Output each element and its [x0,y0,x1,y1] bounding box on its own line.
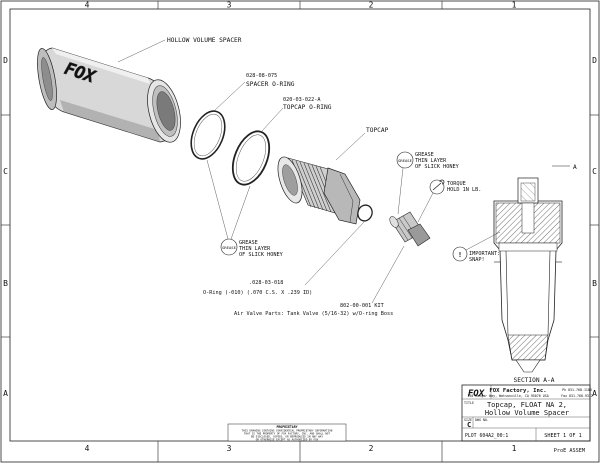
row-label-b: B [3,279,8,288]
proprietary-notice: PROPRIETARY THIS DRAWING CONTAINS CONFID… [227,423,347,441]
title-field-label: TITLE [464,401,474,405]
snap-warning-icon: ! [452,246,468,262]
col-label-3-bottom: 3 [227,444,232,453]
section-marker: A [552,164,577,171]
topcap-oring-part-number: 020-03-022-A [283,97,321,103]
snap-warning-glyph: ! [458,251,462,259]
hollow-volume-spacer-label: HOLLOW VOLUME SPACER [167,37,242,44]
proe-assem-label: ProE ASSEM [554,448,585,454]
topcap-part [277,156,361,225]
valve-description: Air Valve Parts: Tank Valve (5/16-32) w/… [234,311,393,317]
col-label-4-bottom: 4 [85,444,90,453]
fox-logo-small-icon: FOX [468,389,485,399]
torque-line-2: HOLD 1N LB. [447,187,481,193]
row-label-c: C [3,167,8,176]
air-valve-part [389,211,431,247]
proprietary-line-3: THAT IS THE PROPERTY OF FOX FACTORY, INC… [244,432,330,436]
proprietary-line-2: THIS DRAWING CONTAINS CONFIDENTIAL PROPR… [242,429,333,433]
company-phone: Ph 831-768-1100 [562,388,592,392]
oring-description: O-Ring (-010) (.070 C.S. X .239 ID) [203,290,312,296]
title-block-logo: FOX [468,389,485,399]
col-label-3: 3 [227,1,232,10]
drawing-title-line-1: Topcap, FLOAT NA 2, [487,401,567,409]
grease-right-line-1: GREASE [415,152,434,158]
company-fax: Fax 831-768-9312 [561,394,593,398]
small-oring-part [357,204,373,222]
drawing-title-line-2: Hollow Volume Spacer [485,409,569,417]
spacer-oring-part-number: 028-08-075 [246,73,277,79]
size-field-label: SIZE [464,418,472,422]
grease-stamp-text: GREASE [222,245,236,250]
grease-left-line-3: OF SLICK HONEY [239,252,284,258]
col-label-1-bottom: 1 [512,444,517,453]
grease-stamp-icon-right: GREASE [396,151,414,169]
grease-left-line-2: THIN LAYER [239,246,271,252]
row-label-d: D [3,56,8,65]
grease-stamp-text-right: GREASE [398,158,412,163]
row-label-a: A [3,389,8,398]
topcap-oring-label: TOPCAP O-RING [283,104,332,111]
section-view [493,177,563,373]
col-label-2-bottom: 2 [369,444,374,453]
spacer-oring-label: SPACER O-RING [246,81,295,88]
oring-part-number: .028-03-018 [249,280,283,286]
col-label-2: 2 [369,1,374,10]
company-name: FOX Factory, Inc. [489,388,546,394]
important-snap-line-2: SNAP! [469,257,485,263]
company-address: 130 Hangar Way, Watsonville, CA 95076 US… [467,394,548,398]
row-label-a-right: A [592,389,597,398]
important-snap-line-1: IMPORTANT: [469,251,500,257]
row-label-d-right: D [592,56,597,65]
grease-right-line-3: OF SLICK HONEY [415,164,460,170]
grease-right-line-2: THIN LAYER [415,158,447,164]
topcap-oring-part [231,130,271,186]
proprietary-line-5: OR OTHERWISE EXCEPT AS AUTHORIZED BY FOX [256,437,319,441]
dwg-field-label: DWG NO. [475,418,489,422]
valve-part-number: 802-00-001 KIT [340,303,384,309]
col-label-4: 4 [85,1,90,10]
drawing-size: C [467,421,471,429]
torque-line-1: TORQUE [447,181,466,187]
col-label-1: 1 [512,1,517,10]
hollow-volume-spacer-part: FOX [37,47,181,143]
topcap-label: TOPCAP [366,127,389,134]
section-marker-label: A [573,164,577,171]
sheet-number: SHEET 1 OF 1 [544,433,581,439]
grease-left-line-1: GREASE [239,240,258,246]
file-name: PLOT 604A2_00:1 [465,433,508,439]
proprietary-line-1: PROPRIETARY [276,425,297,429]
row-label-c-right: C [592,167,597,176]
title-block: FOX FOX Factory, Inc. 130 Hangar Way, Wa… [461,384,593,442]
spacer-oring-part [190,110,226,160]
row-label-b-right: B [592,279,597,288]
grease-stamp-icon: GREASE [220,238,238,256]
section-label: SECTION A-A [514,377,555,384]
proprietary-line-4: BE DISCLOSED, COPIED, OR REPRODUCED IN A… [251,435,323,439]
torque-wrench-icon [429,179,445,195]
